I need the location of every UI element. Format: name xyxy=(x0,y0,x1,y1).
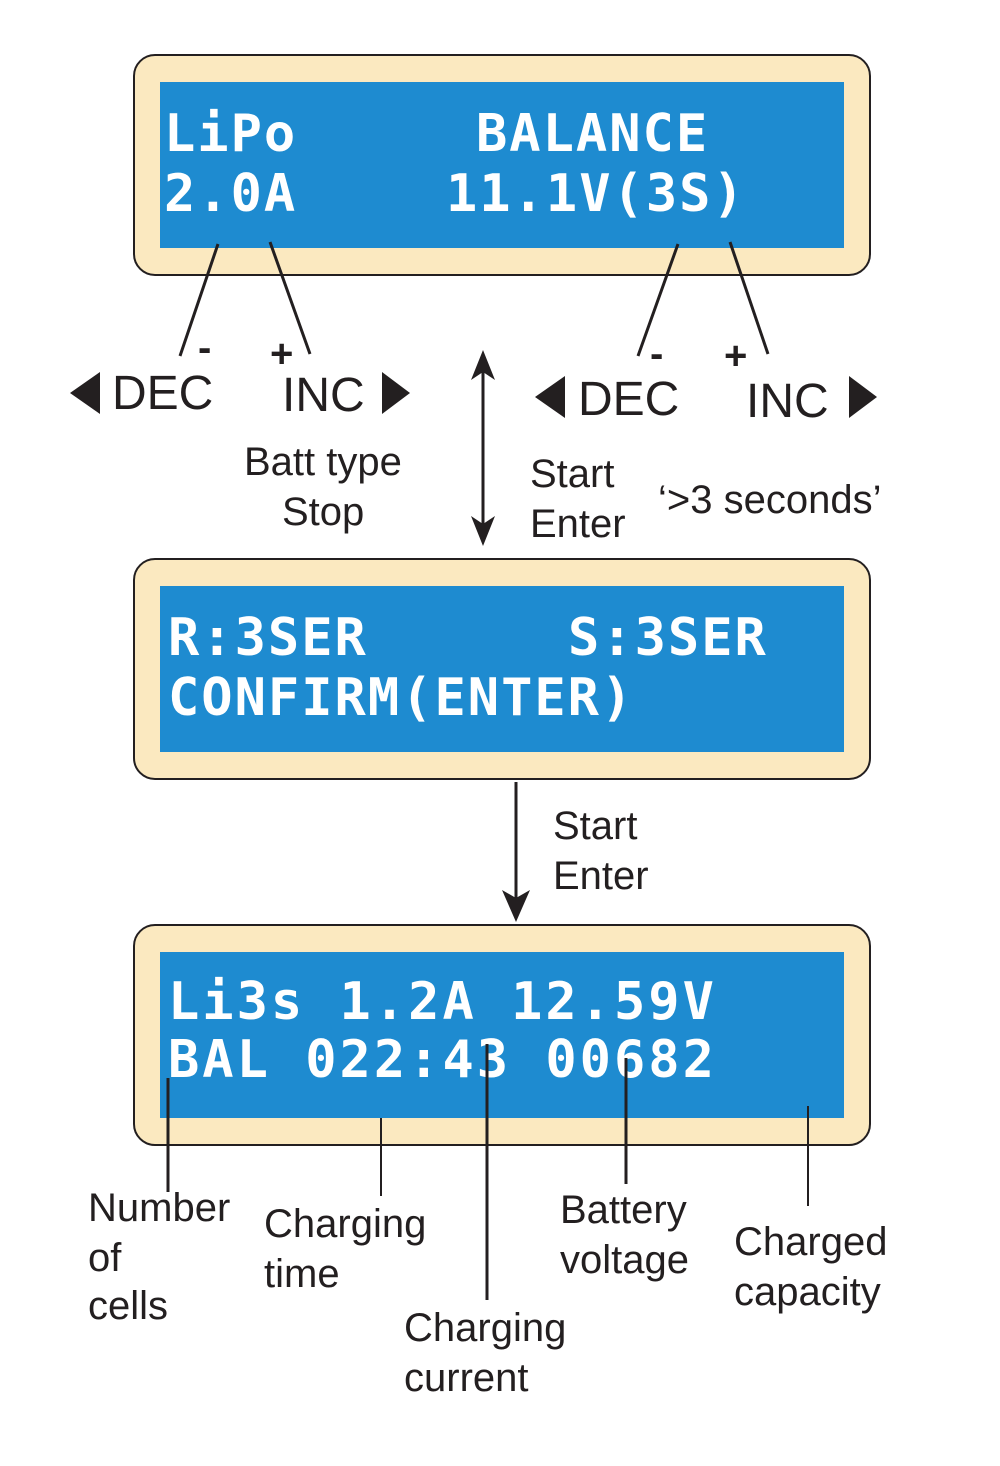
legend-time-line2: time xyxy=(264,1252,340,1296)
screen-2-set-cells: S:3SER xyxy=(568,608,768,668)
screen-3-progress-line: BAL 022:43 00682 xyxy=(168,1030,717,1090)
screen-2-recognized-cells: R:3SER xyxy=(168,608,368,668)
screen-1-display: LiPo BALANCE 2.0A 11.1V(3S) xyxy=(160,82,844,248)
double-arrow-head-up xyxy=(471,350,495,380)
screen-1-current: 2.0A xyxy=(164,164,298,224)
down-arrow-head xyxy=(502,890,530,922)
inc-button-right[interactable]: INC xyxy=(746,375,829,428)
note-stop: Stop xyxy=(282,490,365,534)
right-arrow-triangle-2 xyxy=(849,376,877,418)
legend-current-line1: Charging xyxy=(404,1306,567,1350)
lead-dec-left xyxy=(178,243,220,357)
right-arrow-triangle-1 xyxy=(382,372,410,414)
left-arrow-triangle-1 xyxy=(70,372,100,414)
lead-inc-left xyxy=(268,241,312,355)
plus-sign-right: + xyxy=(724,334,748,378)
minus-sign-right: - xyxy=(650,332,664,376)
left-arrow-triangle-2 xyxy=(535,376,565,418)
note-start: Start xyxy=(530,452,615,496)
note-batt-type: Batt type xyxy=(244,440,402,484)
legend-capacity-line1: Charged xyxy=(734,1220,888,1264)
legend-current-line2: current xyxy=(404,1356,529,1400)
inc-button-left[interactable]: INC xyxy=(282,369,365,422)
screen-1-mode: BALANCE xyxy=(476,104,710,164)
plus-sign-left: + xyxy=(270,332,294,376)
minus-sign-left: - xyxy=(198,326,212,370)
dec-button-right[interactable]: DEC xyxy=(578,373,680,426)
legend-cells-line1: Number xyxy=(88,1186,231,1230)
legend-voltage-line1: Battery xyxy=(560,1188,687,1232)
screen-3-display: Li3s 1.2A 12.59V BAL 022:43 00682 xyxy=(160,952,844,1118)
note-enter-2: Enter xyxy=(553,854,649,898)
double-arrow-head-down xyxy=(471,516,495,546)
note-start-2: Start xyxy=(553,804,638,848)
lead-dec-right xyxy=(636,243,680,357)
note-hold-duration: ‘>3 seconds’ xyxy=(658,478,882,522)
screen-3-status-line: Li3s 1.2A 12.59V xyxy=(168,972,717,1032)
lead-inc-right xyxy=(728,241,770,355)
screen-2-display: R:3SER S:3SER CONFIRM(ENTER) xyxy=(160,586,844,752)
dec-button-left[interactable]: DEC xyxy=(112,367,214,420)
legend-cells-line2: of xyxy=(88,1236,122,1280)
legend-time-line1: Charging xyxy=(264,1202,427,1246)
screen-1-voltage: 11.1V(3S) xyxy=(446,164,746,224)
legend-voltage-line2: voltage xyxy=(560,1238,689,1282)
note-enter: Enter xyxy=(530,502,626,546)
legend-capacity-line2: capacity xyxy=(734,1270,881,1314)
screen-1-battery-type: LiPo xyxy=(164,104,298,164)
legend-cells-line3: cells xyxy=(88,1284,169,1328)
screen-2-confirm: CONFIRM(ENTER) xyxy=(168,668,635,728)
